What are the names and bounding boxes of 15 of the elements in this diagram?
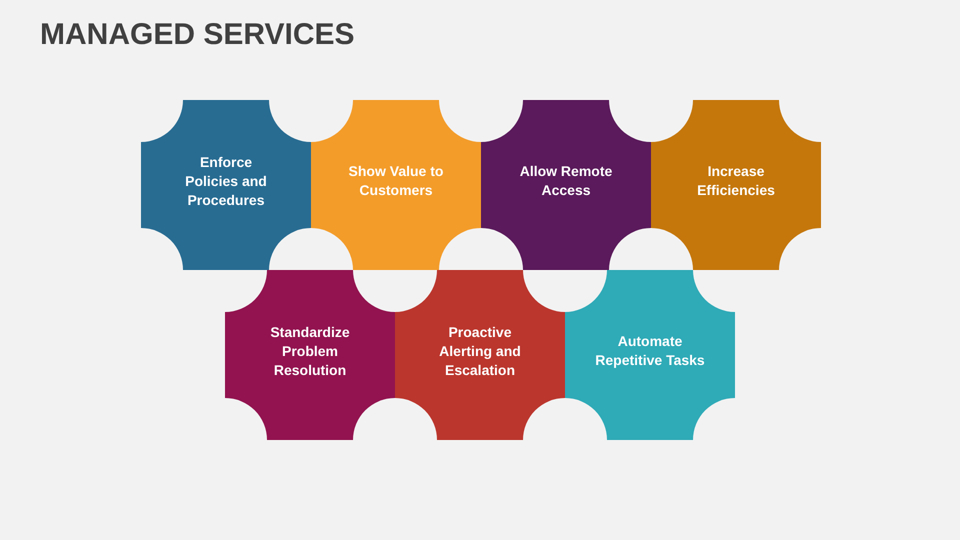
- piece-label: Automate Repetitive Tasks: [594, 332, 706, 370]
- piece-label: Allow Remote Access: [518, 162, 614, 200]
- slide-title: MANAGED SERVICES: [40, 18, 355, 52]
- puzzle-piece: [481, 100, 651, 270]
- piece-label: Enforce Policies and Procedures: [184, 152, 268, 210]
- piece-label: Show Value to Customers: [348, 162, 444, 200]
- puzzle-piece: [141, 100, 311, 270]
- piece-label: Standardize Problem Resolution: [269, 322, 351, 380]
- piece-label: Proactive Alerting and Escalation: [438, 322, 522, 380]
- puzzle-piece: [565, 270, 735, 440]
- puzzle-piece: [311, 100, 481, 270]
- puzzle-piece: [651, 100, 821, 270]
- puzzle-piece: [225, 270, 395, 440]
- piece-label: Increase Efficiencies: [696, 162, 776, 200]
- puzzle-piece: [395, 270, 565, 440]
